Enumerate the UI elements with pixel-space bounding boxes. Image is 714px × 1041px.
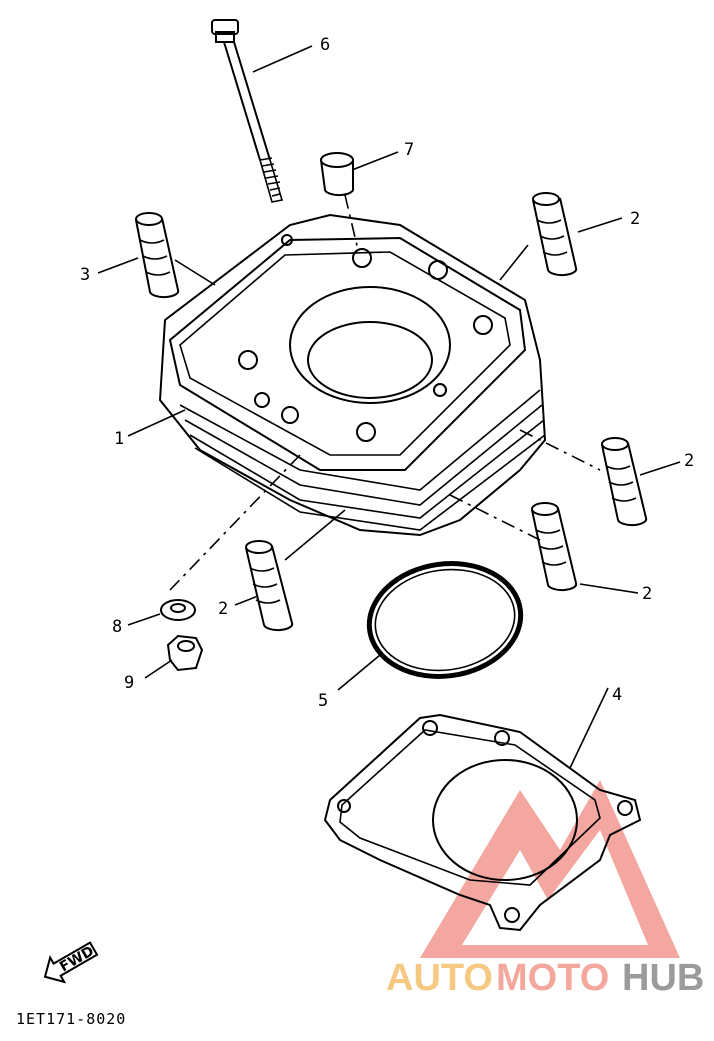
stud-3-part — [135, 212, 180, 299]
callout-5: 5 — [318, 691, 328, 711]
cylinder-block-part — [158, 213, 547, 537]
callout-8: 8 — [112, 617, 122, 637]
drawing-code: 1ET171-8020 — [16, 1010, 126, 1028]
dowel-pin-part — [320, 152, 355, 197]
callout-9: 9 — [124, 673, 134, 693]
leader-lines — [97, 45, 681, 769]
fwd-label: FWD — [57, 943, 97, 975]
watermark-text: AUTO MOTO HUB — [386, 957, 704, 999]
stud-2a-part — [532, 192, 578, 277]
callout-2c: 2 — [642, 584, 652, 604]
stud-bolt-part — [211, 19, 284, 203]
watermark-hub: HUB — [622, 957, 704, 999]
callout-2b: 2 — [684, 451, 694, 471]
nut-part — [166, 634, 204, 672]
callout-1: 1 — [114, 429, 124, 449]
stud-2c-part — [531, 502, 578, 592]
callout-3: 3 — [80, 265, 90, 285]
callout-2a: 2 — [630, 209, 640, 229]
watermark-moto: MOTO — [496, 957, 609, 999]
base-gasket-part — [323, 713, 642, 932]
washer-part — [160, 599, 196, 621]
callout-6: 6 — [320, 35, 330, 55]
callout-7: 7 — [404, 140, 414, 160]
stud-2d-part — [245, 540, 294, 632]
stud-2b-part — [601, 437, 648, 527]
fwd-arrow-icon: FWD — [43, 941, 99, 984]
o-ring-part — [366, 561, 524, 679]
callout-2d: 2 — [218, 599, 228, 619]
watermark-logo-icon — [420, 780, 680, 958]
watermark-auto: AUTO — [386, 957, 493, 999]
callout-4: 4 — [612, 685, 622, 705]
centre-lines — [169, 194, 601, 591]
